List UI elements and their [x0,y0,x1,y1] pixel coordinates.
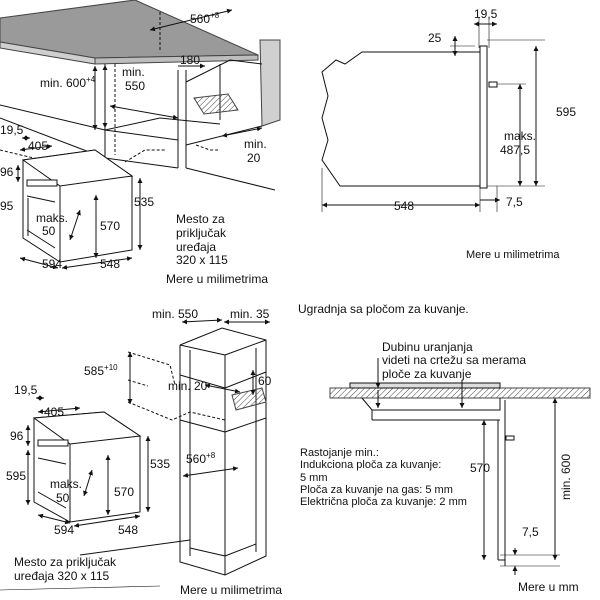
q1-dim-20: 20 [247,151,261,165]
q3-dim-560: 560+8 [186,451,216,466]
q1-dim-560: 560+8 [190,11,220,26]
q2-drawing [321,18,545,212]
q1-dim-min-b: min. [244,137,267,151]
q4-units-label: Mere u mm [518,580,579,594]
q3-dim-96: 96 [10,429,24,443]
q2-dim-487-5: 487,5 [500,143,531,157]
q3-dim-585: 585+10 [84,363,118,378]
q2-dim-19-5: 19,5 [474,7,498,21]
q1-dim-96: 96 [0,165,14,179]
q1-dim-19-5: 19,5 [0,123,24,137]
q1-dim-570: 570 [100,219,121,233]
q3-dim-min550: min. 550 [152,307,199,321]
q2-dim-7-5: 7,5 [506,195,523,209]
q4-drawing [329,358,591,575]
q1-dim-min600: min. 600+4 [40,75,96,90]
q1-dim-550: 550 [125,79,146,93]
q3-dim-60: 60 [258,374,272,388]
q1-dim-548: 548 [100,257,121,271]
q3-dim-548: 548 [118,523,139,537]
q3-dim-19-5: 19,5 [14,383,38,397]
q3-dim-405: 405 [44,405,65,419]
q2-dim-25: 25 [428,31,442,45]
q4-spacing-note: Rastojanje min.:Indukciona ploča za kuva… [300,447,467,509]
q1-dim-535: 535 [134,195,155,209]
q1-dim-maks: maks. [36,211,69,225]
q1-dim-min: min. [122,65,145,79]
q3-dim-594: 594 [54,523,75,537]
q2-dim-548: 548 [394,199,415,213]
q3-dim-min35: min. 35 [230,307,270,321]
q1-dim-594: 594 [42,257,63,271]
q4-dim-7-5: 7,5 [522,525,539,539]
q4-title: Ugradnja sa pločom za kuvanje. [298,302,469,316]
q3-dim-min20: min. 20 [168,379,208,393]
q3-units-label: Mere u milimetrima [180,583,283,597]
q3-dim-50: 50 [56,491,70,505]
q3-dim-570: 570 [114,485,135,499]
q4-dim-min600: min. 600 [559,453,573,500]
q1-dim-180: 180 [180,53,201,67]
q1-dim-95: 95 [0,199,14,213]
q3-dim-535: 535 [150,457,171,471]
q4-dim-570: 570 [470,461,491,475]
q2-dim-595: 595 [556,105,577,119]
q1-units-label: Mere u milimetrima [166,272,269,286]
q3-dim-595: 595 [6,469,27,483]
q3-dim-maks: maks. [50,477,83,491]
q3-drawing [0,317,270,591]
q1-drawing [0,0,281,270]
q1-dim-50: 50 [42,224,56,238]
q2-dim-maks: maks. [504,129,537,143]
q1-dim-405: 405 [28,139,49,153]
q2-units-label: Mere u milimetrima [466,249,560,261]
